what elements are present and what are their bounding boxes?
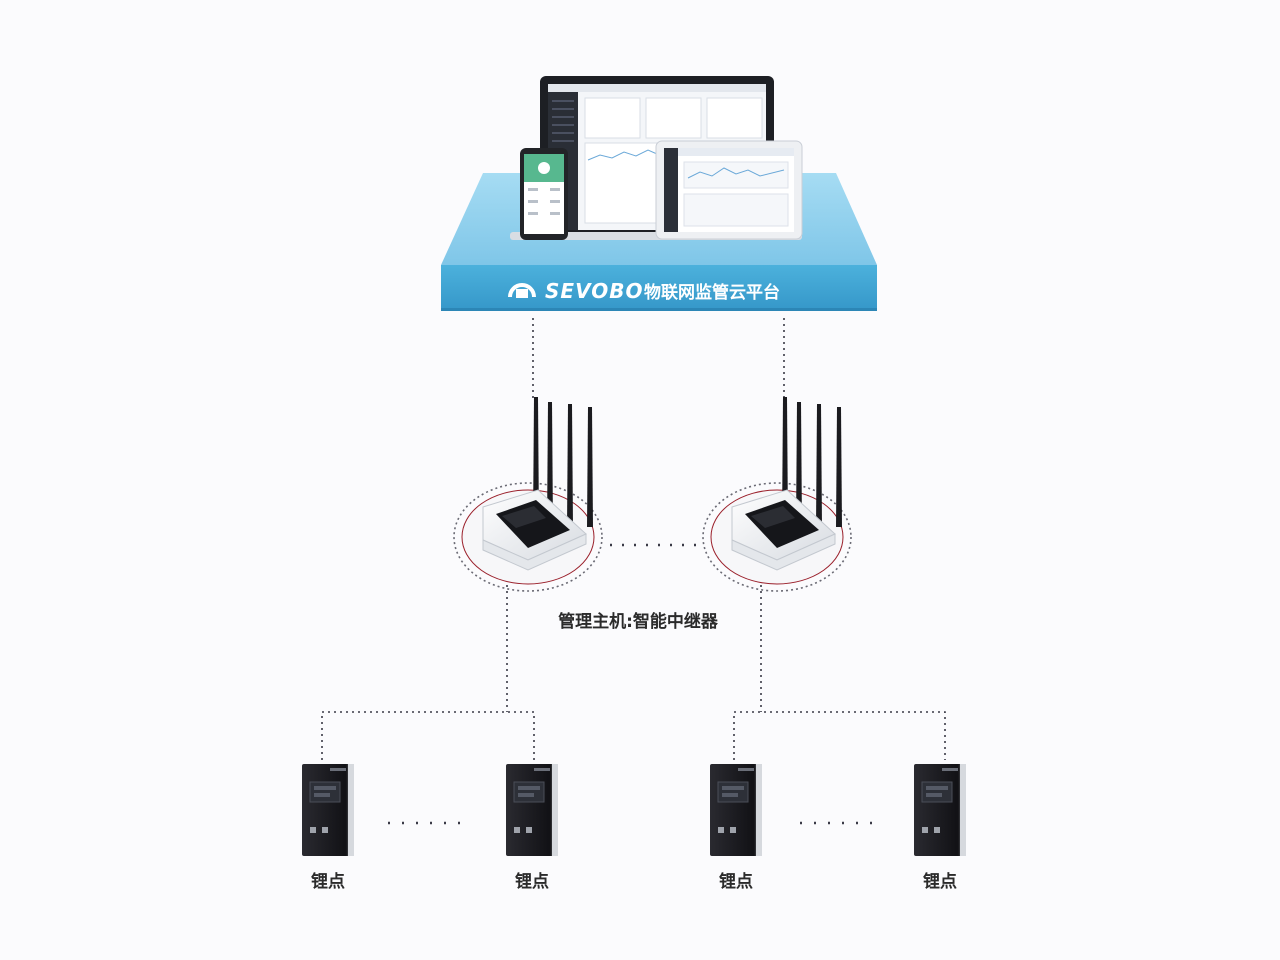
node-brand-mark	[534, 768, 550, 771]
node-button-icon	[718, 827, 724, 833]
gateway-range-ring-outer	[453, 482, 603, 592]
node-button-icon	[322, 827, 328, 833]
gateway-label: 管理主机:智能中继器	[558, 611, 719, 632]
router-top-panel	[496, 500, 570, 548]
cloud-platform: SEVOBO 物联网监管云平台	[441, 76, 877, 311]
node-button-icon	[922, 827, 928, 833]
phone-device	[520, 148, 568, 240]
node-device-edge	[960, 764, 966, 856]
node-display-screen	[921, 781, 953, 803]
sensor-node-1: 锂点	[302, 764, 354, 892]
connection-lines	[321, 318, 946, 825]
gateways	[453, 397, 852, 592]
node-display-screen	[717, 781, 749, 803]
gateway-router-2	[702, 397, 852, 592]
gateway-router-1	[453, 397, 603, 592]
node-device-edge	[756, 764, 762, 856]
node-device-edge	[348, 764, 354, 856]
antenna-icon	[836, 407, 842, 527]
node-device-edge	[552, 764, 558, 856]
sensor-node-3: 锂点	[710, 764, 762, 892]
node-display-line	[926, 786, 948, 790]
node-button-icon	[514, 827, 520, 833]
node-brand-mark	[942, 768, 958, 771]
node-display-line	[722, 786, 744, 790]
antenna-icon	[796, 402, 802, 527]
link-bus-left	[321, 711, 535, 760]
node-label: 锂点	[719, 871, 753, 892]
gateway-range-ring-outer	[702, 482, 852, 592]
sensor-node-4: 锂点	[914, 764, 966, 892]
node-label: 锂点	[515, 871, 549, 892]
node-button-icon	[730, 827, 736, 833]
router-panel-shine	[502, 506, 546, 528]
node-display-line	[518, 793, 534, 797]
platform-title: 物联网监管云平台	[644, 282, 780, 303]
sevobo-logo-icon	[508, 283, 536, 298]
node-brand-mark	[330, 768, 346, 771]
node-device-body	[710, 764, 762, 856]
node-display-line	[722, 793, 738, 797]
platform-edge	[441, 308, 877, 311]
router-top-panel	[745, 500, 819, 548]
router-side	[731, 533, 836, 571]
node-display-line	[926, 793, 942, 797]
link-bus-right	[733, 711, 946, 760]
router-panel-shine	[751, 506, 795, 528]
platform-brand: SEVOBO	[545, 279, 643, 303]
node-button-icon	[310, 827, 316, 833]
antenna-icon	[567, 404, 573, 527]
node-button-icon	[934, 827, 940, 833]
node-device-body	[506, 764, 558, 856]
node-button-icon	[526, 827, 532, 833]
antenna-icon	[587, 407, 593, 527]
node-display-line	[314, 793, 330, 797]
tablet-device	[655, 140, 803, 240]
node-display-screen	[309, 781, 341, 803]
sensor-nodes: 锂点 锂点 锂点 锂点	[302, 764, 966, 892]
router-side	[482, 533, 587, 571]
antenna-icon	[547, 402, 553, 527]
node-device-body	[302, 764, 354, 856]
node-device-body	[914, 764, 966, 856]
sensor-node-2: 锂点	[506, 764, 558, 892]
antenna-icon	[816, 404, 822, 527]
node-display-line	[314, 786, 336, 790]
node-label: 锂点	[311, 871, 345, 892]
node-brand-mark	[738, 768, 754, 771]
node-label: 锂点	[923, 871, 957, 892]
node-display-screen	[513, 781, 545, 803]
node-display-line	[518, 786, 540, 790]
